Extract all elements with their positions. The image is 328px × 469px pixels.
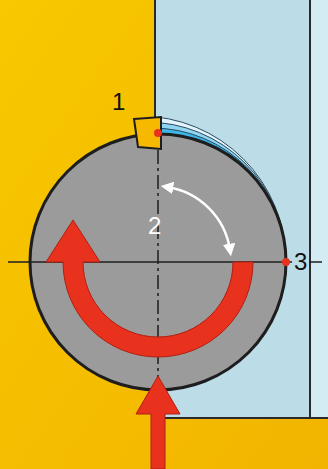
rotation-arrow: [46, 220, 253, 357]
milling-cutter: [30, 134, 286, 390]
workpiece-edge: [310, 0, 328, 418]
callout-number: 1: [110, 90, 127, 114]
exit-point: [282, 258, 290, 266]
feed-arrow: [136, 376, 180, 469]
callout-number: 3: [292, 250, 309, 274]
angle-arrow: [167, 187, 230, 250]
cutting-point: [154, 129, 162, 137]
callout-number: 2: [146, 214, 163, 238]
cutting-insert: [134, 117, 161, 149]
chip-layers: [158, 116, 286, 262]
